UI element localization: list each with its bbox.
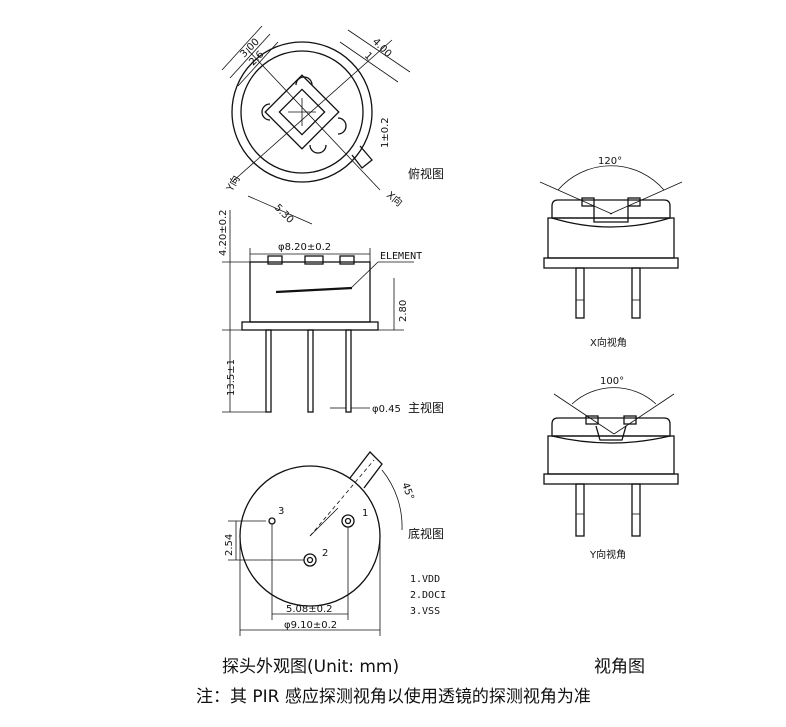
front-notch-3 — [339, 255, 355, 265]
x-cap-top — [551, 199, 671, 219]
top-axis-1 — [231, 39, 393, 183]
dim-diag-line — [247, 195, 313, 225]
y-lead-1 — [575, 483, 585, 537]
y-angle-arc — [571, 387, 657, 405]
x-ray-left — [539, 181, 613, 215]
y-lens-curve — [551, 435, 671, 444]
front-height: 4.20±0.2 — [218, 209, 229, 256]
top-bump-4 — [309, 144, 327, 154]
y-cap-body — [547, 435, 675, 475]
front-element — [275, 286, 353, 294]
y-ray-right — [613, 393, 675, 435]
lead-length: 13.5±1 — [226, 359, 237, 396]
front-flange — [241, 321, 379, 331]
front-lead-3 — [345, 329, 352, 413]
front-view-title: 主视图 — [408, 400, 444, 415]
x-cap-body — [547, 217, 675, 259]
dim-1: 1 — [362, 50, 374, 62]
top-view: 3.00 2.6 4.00 1 1±0.2 5.30 Y向 X向 俯视图 — [221, 25, 444, 226]
y-ray-left — [553, 393, 615, 435]
pin-spacing: 5.08±0.2 — [286, 604, 333, 615]
x-lead-1 — [575, 267, 585, 319]
angle-label: 45° — [399, 481, 415, 501]
bottom-axis — [309, 459, 375, 537]
pin-1-label: 1 — [362, 508, 368, 519]
bottom-diameter: φ9.10±0.2 — [284, 620, 337, 631]
element-leader — [349, 261, 379, 290]
x-view-angle: 120° X向视角 — [539, 156, 683, 349]
pin-2 — [303, 553, 317, 567]
front-cap — [249, 261, 371, 323]
cap-height: 2.80 — [398, 300, 409, 322]
y-lead-2 — [631, 483, 641, 537]
front-lead-2 — [307, 329, 314, 413]
caption-left: 探头外观图(Unit: mm) — [222, 657, 399, 677]
front-diameter: φ8.20±0.2 — [278, 242, 331, 253]
bottom-view: 45° 1 2 3 2.54 5.08±0.2 φ9.10±0.2 底视图 1.… — [224, 451, 446, 636]
x-flange — [543, 257, 679, 269]
top-inner-circle — [240, 50, 364, 174]
top-axis-2 — [245, 47, 381, 191]
pin-3 — [268, 517, 276, 525]
dim-ext-3 — [237, 41, 279, 87]
angle-arc — [381, 469, 403, 531]
y-cap-top — [551, 417, 671, 437]
top-window-outer — [264, 74, 340, 150]
pin-offset: 2.54 — [224, 534, 235, 556]
caption-right: 视角图 — [594, 657, 645, 677]
front-lead-1 — [265, 329, 272, 413]
caption-note: 注：其 PIR 感应探测视角以使用透镜的探测视角为准 — [196, 686, 591, 707]
dim-ext-4 — [347, 29, 411, 73]
pin-2-label: 2 — [322, 548, 328, 559]
x-ray-right — [609, 181, 683, 215]
y-window — [595, 425, 627, 441]
x-window — [593, 206, 629, 223]
front-notch-1 — [267, 255, 283, 265]
top-bump-1 — [295, 76, 313, 86]
pin-legend-3: 3.VSS — [410, 606, 440, 617]
lead-diameter: φ0.45 — [372, 404, 401, 415]
front-notch-2 — [304, 255, 324, 265]
top-bump-2 — [337, 117, 347, 135]
dim-ext-5 — [339, 41, 399, 83]
dim-ext-1 — [221, 25, 263, 71]
dim-ext-2 — [229, 33, 271, 79]
bottom-outer-circle — [239, 465, 381, 607]
top-outer-circle — [231, 41, 373, 183]
dim-530: 5.30 — [272, 202, 296, 226]
x-angle-label: 120° — [598, 156, 622, 167]
bottom-view-title: 底视图 — [408, 526, 444, 541]
y-view-angle: 100° Y向视角 — [543, 376, 679, 561]
pin-1 — [341, 514, 355, 528]
pin-3-label: 3 — [278, 506, 284, 517]
top-bump-3 — [261, 103, 271, 121]
x-direction-label: X向 — [384, 188, 405, 209]
element-label: ELEMENT — [380, 251, 422, 262]
x-lead-2 — [631, 267, 641, 319]
top-window-inner — [278, 88, 326, 136]
y-direction-label: Y向 — [223, 173, 243, 194]
x-lens-curve — [551, 217, 671, 228]
x-view-title: X向视角 — [590, 336, 627, 349]
y-flange — [543, 473, 679, 485]
y-view-title: Y向视角 — [589, 548, 626, 561]
top-view-title: 俯视图 — [408, 166, 444, 181]
top-tab — [351, 145, 373, 169]
bottom-tab — [349, 451, 383, 489]
y-angle-label: 100° — [600, 376, 624, 387]
front-view: ELEMENT φ8.20±0.2 4.20±0.2 2.80 13.5±1 φ… — [218, 209, 444, 415]
x-angle-arc — [557, 165, 665, 191]
pin-legend-2: 2.DOCI — [410, 590, 446, 601]
pin-legend-1: 1.VDD — [410, 574, 440, 585]
dim-tol: 1±0.2 — [380, 117, 391, 148]
